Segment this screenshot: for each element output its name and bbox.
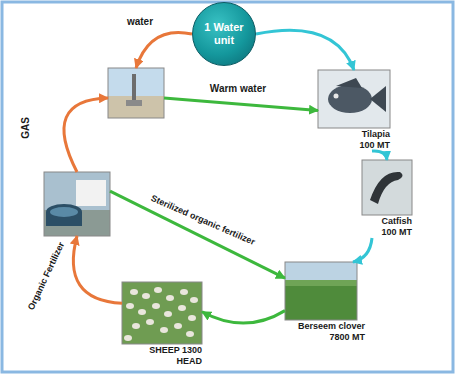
well-photo	[108, 68, 164, 118]
photo-frame	[44, 172, 110, 236]
edge-label: water	[125, 16, 155, 28]
sheep-photo	[122, 282, 202, 344]
biogas-photo	[44, 172, 110, 236]
edge-label: Sterilized organic fertilizer	[147, 191, 259, 248]
clover-node: Berseem clover 7800 MT	[285, 262, 365, 343]
photo-frame	[122, 282, 202, 344]
flow-arrow	[110, 191, 285, 278]
photo-frame	[362, 160, 412, 215]
tilapia-photo	[318, 70, 390, 128]
photo-caption: SHEEP 1300 HEAD	[146, 345, 202, 367]
flow-arrow	[164, 98, 318, 111]
edge-label: GAS	[20, 115, 32, 141]
water-unit-circle: 1 Water unit	[192, 2, 256, 66]
frame	[2, 2, 453, 372]
tilapia-node: Tilapia 100 MT	[318, 70, 390, 151]
catfish-photo	[362, 160, 412, 215]
sheep-node: SHEEP 1300 HEAD	[122, 282, 202, 367]
photo-frame	[293, 262, 365, 320]
flow-arrow	[372, 151, 387, 160]
biogas-node	[44, 172, 110, 236]
flow-arrow	[256, 30, 354, 70]
flow-arrow	[136, 32, 192, 68]
photo-caption: Berseem clover 7800 MT	[285, 321, 365, 343]
flow-arrow	[73, 236, 122, 303]
edge-label: Warm water	[208, 83, 268, 95]
photo-frame	[318, 70, 390, 128]
photo-frame	[108, 68, 164, 118]
flow-arrow	[353, 238, 372, 262]
edge-label: Organic Fertilizer	[24, 238, 68, 314]
node-label: 1 Water unit	[204, 21, 244, 47]
flow-arrow	[64, 98, 108, 172]
photo-caption: Tilapia 100 MT	[350, 129, 390, 151]
photo-caption: Catfish 100 MT	[372, 216, 412, 238]
flow-arrow	[202, 311, 285, 324]
well-photo-node	[108, 68, 164, 118]
clover-photo	[285, 262, 357, 320]
catfish-node: Catfish 100 MT	[362, 160, 412, 238]
